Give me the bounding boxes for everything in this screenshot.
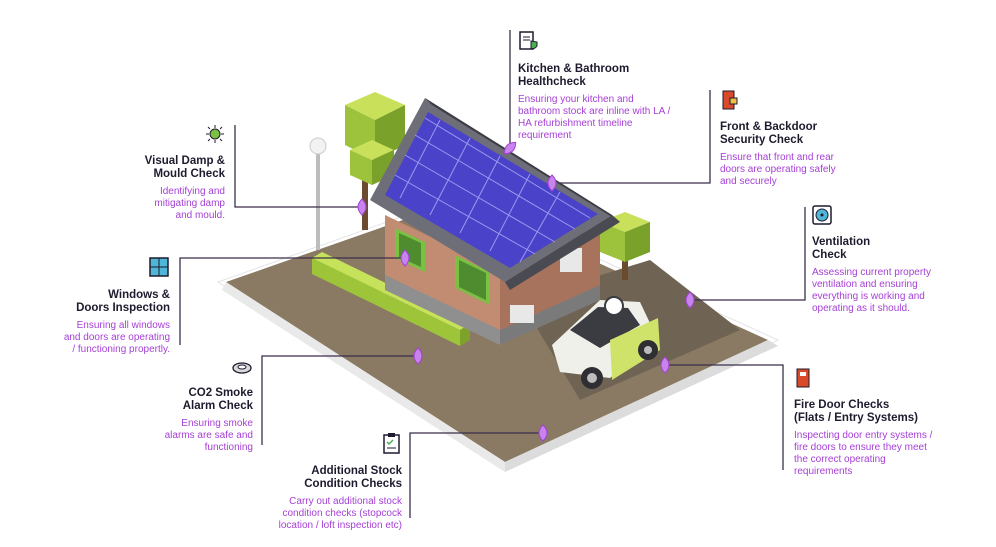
- tree-right: [600, 212, 650, 280]
- callout-damp: Visual Damp & Mould Check Identifying an…: [110, 124, 225, 222]
- windows-title: Windows & Doors Inspection: [76, 289, 170, 314]
- kitchen-description: Ensuring your kitchen and bathroom stock…: [518, 94, 671, 141]
- callout-firedoor: Fire Door Checks (Flats / Entry Systems)…: [794, 368, 964, 478]
- fire-door-icon: [796, 368, 810, 388]
- firedoor-title: Fire Door Checks (Flats / Entry Systems): [794, 399, 918, 424]
- marker-additional[interactable]: [538, 424, 548, 442]
- firedoor-description: Inspecting door entry systems / fire doo…: [794, 430, 933, 477]
- fan-icon: [812, 205, 832, 225]
- additional-title: Additional Stock Condition Checks: [304, 465, 402, 490]
- solar-roof: [370, 98, 620, 290]
- ventilation-title: Ventilation Check: [812, 236, 871, 261]
- callout-security: Front & Backdoor Security Check Ensure t…: [720, 90, 870, 188]
- ventilation-description: Assessing current property ventilation a…: [812, 267, 931, 314]
- additional-description: Carry out additional stock condition che…: [278, 496, 402, 531]
- leader-line-co2: [261, 355, 418, 445]
- leader-line-ventilation: [690, 207, 806, 301]
- marker-security[interactable]: [547, 174, 557, 192]
- leader-line-security: [560, 90, 711, 184]
- marker-kitchen[interactable]: [502, 140, 519, 157]
- marker-co2[interactable]: [413, 347, 423, 365]
- clipboard-check-icon: [383, 433, 400, 454]
- callout-kitchen: Kitchen & Bathroom Healthcheck Ensuring …: [518, 30, 703, 142]
- smoke-alarm-icon: [232, 362, 252, 374]
- callout-additional: Additional Stock Condition Checks Carry …: [262, 432, 402, 532]
- marker-ventilation[interactable]: [685, 291, 695, 309]
- callout-windows: Windows & Doors Inspection Ensuring all …: [40, 256, 170, 356]
- damp-description: Identifying and mitigating damp and moul…: [154, 186, 225, 221]
- document-shield-icon: [519, 31, 538, 50]
- security-description: Ensure that front and rear doors are ope…: [720, 152, 836, 187]
- leader-line-damp: [234, 125, 362, 208]
- security-title: Front & Backdoor Security Check: [720, 121, 818, 146]
- kitchen-title: Kitchen & Bathroom Healthcheck: [518, 63, 630, 88]
- electric-car: [552, 296, 660, 389]
- damp-title: Visual Damp & Mould Check: [144, 155, 225, 180]
- window-icon: [149, 257, 169, 277]
- door-lock-icon: [722, 90, 738, 110]
- callout-ventilation: Ventilation Check Assessing current prop…: [812, 205, 972, 315]
- marker-damp[interactable]: [357, 198, 367, 216]
- marker-windows[interactable]: [400, 249, 410, 267]
- marker-firedoor[interactable]: [660, 356, 670, 374]
- co2-description: Ensuring smoke alarms are safe and funct…: [164, 418, 253, 453]
- mould-icon: [206, 125, 224, 143]
- co2-title: CO2 Smoke Alarm Check: [182, 387, 253, 412]
- callout-co2: CO2 Smoke Alarm Check Ensuring smoke ala…: [145, 360, 253, 454]
- leader-line-windows: [179, 257, 405, 345]
- windows-description: Ensuring all windows and doors are opera…: [63, 320, 170, 355]
- leader-line-additional: [409, 432, 543, 518]
- leader-line-firedoor: [665, 364, 784, 470]
- lamp-post: [309, 137, 327, 250]
